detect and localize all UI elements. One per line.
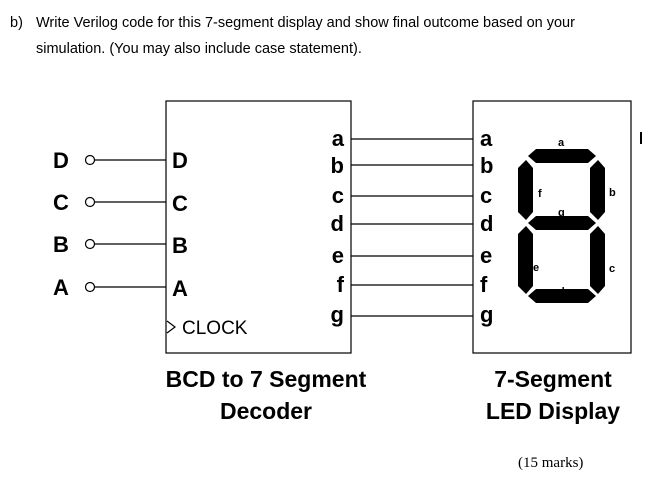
segment-label-d: d xyxy=(558,286,565,298)
segment-label-a: a xyxy=(558,137,565,149)
segment-label-e: e xyxy=(533,262,539,274)
clock-triangle-icon xyxy=(166,320,176,334)
display-caption-line-2: LED Display xyxy=(486,398,620,424)
decoder-output-label-a: a xyxy=(332,126,345,151)
display-caption-line-1: 7-Segment xyxy=(494,366,612,392)
display-input-label-g: g xyxy=(480,302,493,327)
seven-segment-digit xyxy=(518,149,605,303)
decoder-output-label-c: c xyxy=(332,183,344,208)
question-line-2: simulation. (You may also include case s… xyxy=(36,41,362,57)
decoder-output-label-d: d xyxy=(331,211,344,236)
outer-input-label-b: B xyxy=(53,232,69,257)
segment-label-b: b xyxy=(609,187,616,199)
segment-g xyxy=(528,216,596,230)
decoder-output-label-e: e xyxy=(332,243,344,268)
decoder-input-label-b: B xyxy=(172,233,188,258)
input-terminal-a xyxy=(84,281,96,293)
output-lines xyxy=(351,138,473,317)
segment-f xyxy=(518,160,533,220)
decoder-caption-line-2: Decoder xyxy=(220,398,312,424)
segment-label-g: g xyxy=(558,207,565,219)
outer-input-label-c: C xyxy=(53,190,69,215)
decoder-input-label-d: D xyxy=(172,148,188,173)
decoder-box xyxy=(165,100,352,354)
segment-label-c: c xyxy=(609,263,615,275)
outer-input-label-a: A xyxy=(53,275,69,300)
decoder-output-label-b: b xyxy=(331,153,344,178)
input-lines xyxy=(84,154,166,293)
decoder-caption-line-1: BCD to 7 Segment xyxy=(166,366,367,392)
display-input-label-e: e xyxy=(480,243,492,268)
display-input-label-b: b xyxy=(480,153,493,178)
segment-b xyxy=(590,160,605,220)
input-terminal-b xyxy=(84,238,96,250)
segment-c xyxy=(590,226,605,294)
question-text: b) Write Verilog code for this 7-segment … xyxy=(10,10,640,62)
display-input-label-d: d xyxy=(480,211,493,236)
edge-mark xyxy=(640,132,642,144)
question-label: b) xyxy=(10,15,23,31)
decoder-output-label-g: g xyxy=(331,302,344,327)
segment-label-f: f xyxy=(538,188,542,200)
display-input-label-c: c xyxy=(480,183,492,208)
decoder-input-label-c: C xyxy=(172,191,188,216)
input-terminal-d xyxy=(84,154,96,166)
decoder-input-label-a: A xyxy=(172,276,188,301)
segment-a xyxy=(528,149,596,163)
input-terminal-c xyxy=(84,196,96,208)
question-line-1: Write Verilog code for this 7-segment di… xyxy=(36,15,575,31)
decoder-output-label-f: f xyxy=(337,272,345,297)
display-input-label-f: f xyxy=(480,272,488,297)
segment-d xyxy=(528,289,596,303)
segment-e xyxy=(518,226,533,294)
display-input-label-a: a xyxy=(480,126,493,151)
clock-label: CLOCK xyxy=(182,318,248,339)
marks-label: (15 marks) xyxy=(518,455,584,471)
outer-input-label-d: D xyxy=(53,148,69,173)
